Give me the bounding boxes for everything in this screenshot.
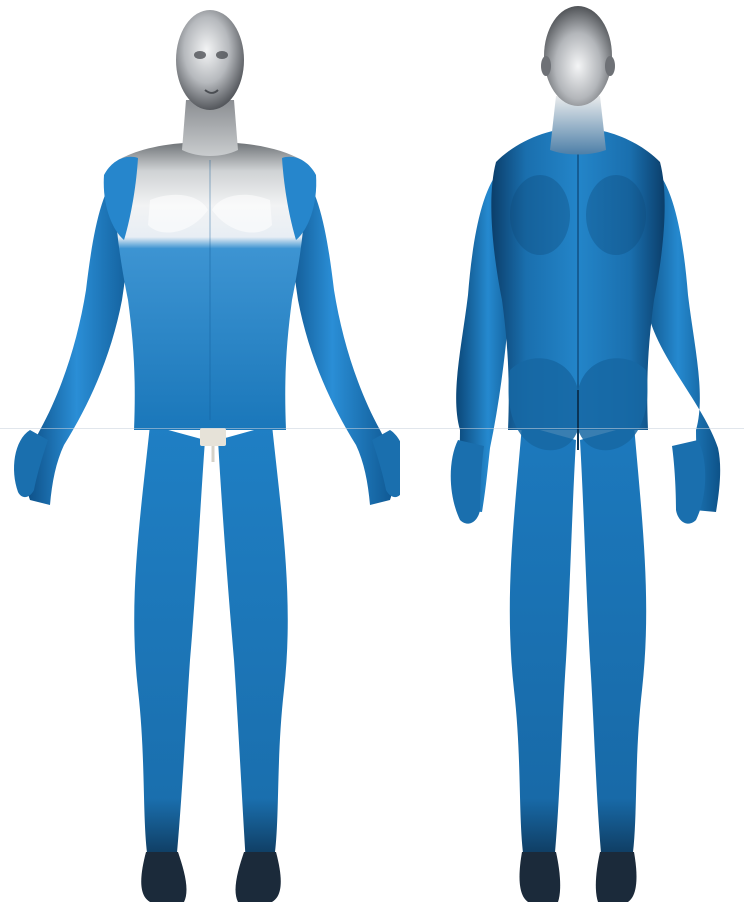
- human-body-back-icon: [400, 0, 744, 913]
- back-right-hand: [672, 440, 705, 524]
- back-body-figure: [400, 0, 744, 913]
- front-left-leg: [134, 425, 205, 864]
- front-right-foot: [236, 852, 281, 902]
- back-right-leg: [580, 425, 646, 864]
- front-head: [176, 10, 244, 110]
- back-left-foot: [520, 852, 561, 902]
- front-left-foot: [141, 852, 186, 902]
- back-head: [544, 6, 612, 106]
- back-left-leg: [510, 425, 576, 864]
- back-right-foot: [596, 852, 637, 902]
- front-body-figure: [0, 0, 400, 913]
- horizontal-scan-line: [0, 428, 744, 429]
- back-left-hand: [451, 440, 484, 524]
- human-body-front-icon: [0, 0, 400, 913]
- front-groin-patch: [200, 428, 226, 446]
- front-right-leg: [218, 425, 288, 864]
